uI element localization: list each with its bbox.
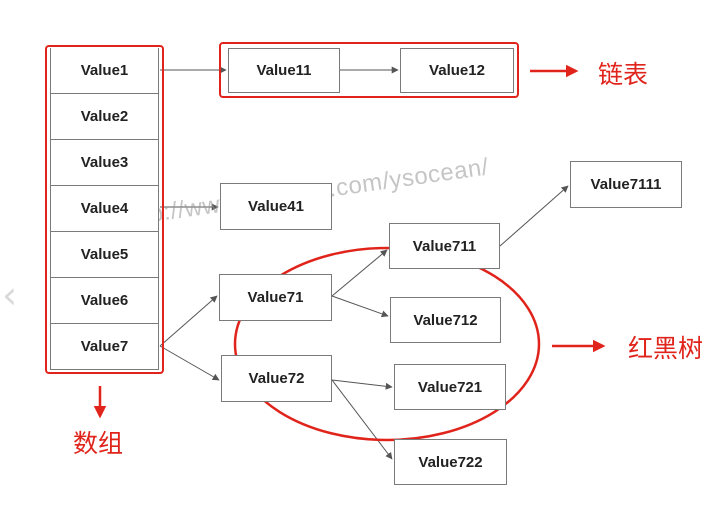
tree-node-value7111: Value7111 — [570, 161, 682, 208]
edge-value7-value71 — [159, 295, 218, 347]
tree-node-value711: Value711 — [389, 223, 500, 269]
edge-value72-value721 — [331, 379, 393, 390]
array-cell-value7: Value7 — [50, 324, 159, 370]
edge-value711-value7111 — [499, 185, 569, 247]
edge-value71-value711 — [331, 249, 388, 297]
tree-node-value712: Value712 — [390, 297, 501, 343]
list-node-value11: Value11 — [228, 48, 340, 93]
red-black-tree-caption: 红黑树 — [628, 334, 704, 363]
array-cell-value1: Value1 — [50, 48, 159, 94]
linked-list-highlight-box — [219, 42, 519, 98]
array-cell-value3: Value3 — [50, 140, 159, 186]
tree-node-value722: Value722 — [394, 439, 507, 485]
array-caption: 数组 — [73, 429, 124, 458]
array-cell-value2: Value2 — [50, 94, 159, 140]
edge-value7-value72 — [159, 345, 220, 381]
linked-list-caption: 链表 — [598, 60, 649, 89]
node-value41: Value41 — [220, 183, 332, 230]
tree-node-value721: Value721 — [394, 364, 506, 410]
edge-value71-value712 — [331, 295, 389, 318]
array-cell-value5: Value5 — [50, 232, 159, 278]
array-highlight-box — [45, 45, 164, 374]
tree-highlight-ellipse — [233, 246, 541, 442]
edge-value72-value722 — [331, 379, 393, 460]
tree-node-value72: Value72 — [221, 355, 332, 402]
array-cell-value6: Value6 — [50, 278, 159, 324]
list-node-value12: Value12 — [400, 48, 514, 93]
array-cell-value4: Value4 — [50, 186, 159, 232]
chevron-left-icon[interactable]: ‹ — [2, 273, 18, 317]
tree-node-value71: Value71 — [219, 274, 332, 321]
